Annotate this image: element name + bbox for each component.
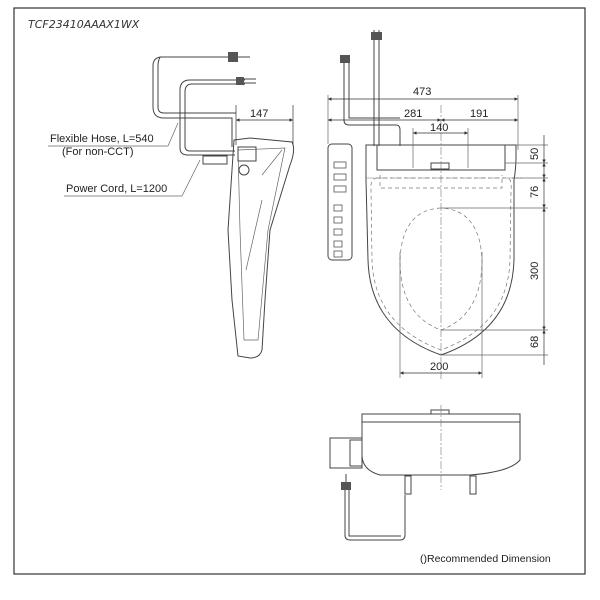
dim-50: 50 xyxy=(529,148,541,160)
recommended-dimension-note: ()Recommended Dimension xyxy=(420,553,551,565)
dim-right-of-center: 191 xyxy=(470,108,488,120)
model-number: TCF23410AAAX1WX xyxy=(28,18,140,31)
dim-width-total: 473 xyxy=(413,86,431,98)
center-mark xyxy=(430,162,450,170)
power-plug-icon xyxy=(236,77,256,85)
dim-left-of-center: 281 xyxy=(404,108,422,120)
seat-side-profile xyxy=(227,137,295,359)
hose-callout: Flexible Hose, L=540 (For non-CCT) xyxy=(48,122,179,158)
hose-label: Flexible Hose, L=540 xyxy=(50,133,154,145)
hose-note: (For non-CCT) xyxy=(62,146,134,158)
dim-side-depth: 147 xyxy=(250,108,268,120)
rear-hose xyxy=(344,490,406,541)
dim-76: 76 xyxy=(529,186,541,198)
power-cord xyxy=(179,79,245,156)
power-callout: Power Cord, L=1200 xyxy=(64,159,201,197)
rear-view xyxy=(329,405,521,541)
top-hose-connector-icon xyxy=(340,55,350,63)
hose-connector-icon xyxy=(228,52,250,62)
rear-connector-icon xyxy=(341,482,351,490)
top-hose xyxy=(343,62,401,146)
remote-holder xyxy=(329,437,363,469)
top-power-cord xyxy=(373,30,380,146)
dim-opening-width: 200 xyxy=(430,361,448,373)
dim-68: 68 xyxy=(529,336,541,348)
dim-300: 300 xyxy=(529,262,541,280)
top-plug-icon xyxy=(371,32,382,40)
cord-connector xyxy=(202,155,228,165)
remote-control xyxy=(327,143,353,261)
side-view: 147 xyxy=(152,52,295,359)
flexible-hose xyxy=(152,56,233,147)
top-view: 473 281 191 140 50 76 300 68 200 xyxy=(327,30,548,380)
seat-rear-body xyxy=(361,413,521,476)
power-label: Power Cord, L=1200 xyxy=(66,183,167,195)
dim-bolt-spacing: 140 xyxy=(430,122,448,134)
drawing-frame xyxy=(13,7,586,575)
